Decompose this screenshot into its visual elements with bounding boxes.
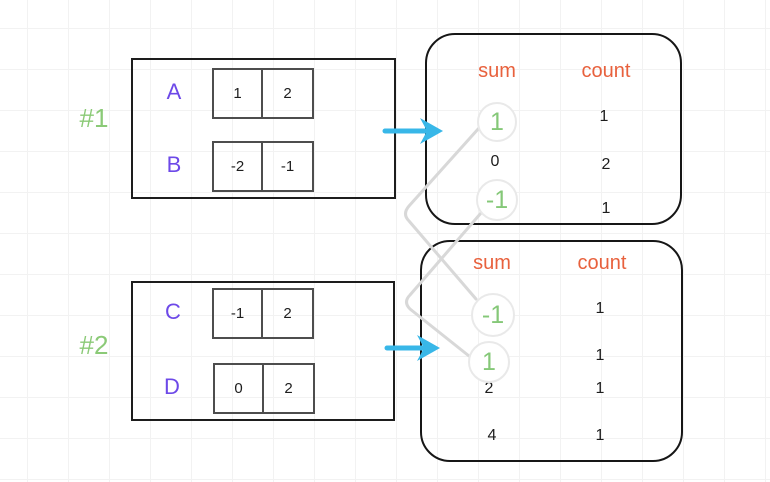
group2-row-d-label: D xyxy=(164,374,180,399)
group2-count-header: count xyxy=(577,252,627,274)
group2-row-d-cells: 0 2 xyxy=(213,363,315,414)
group2-sum-value: 2 xyxy=(484,380,494,397)
group1-sum-header: sum xyxy=(478,60,516,82)
group2-input-box xyxy=(131,281,395,421)
group1-tag: #1 xyxy=(79,103,109,133)
group1-count-value: 1 xyxy=(601,200,611,217)
group1-sum-value: 0 xyxy=(490,153,500,170)
group1-sum-neg1-highlighted: -1 xyxy=(476,179,518,221)
group2-row-c-label: C xyxy=(165,299,181,324)
group2-count-value: 1 xyxy=(595,347,605,364)
group1-row-b-cells: -2 -1 xyxy=(212,141,314,192)
group1-sum-1-highlighted: 1 xyxy=(477,102,517,142)
group2-tag: #2 xyxy=(79,330,109,360)
array-cell: 2 xyxy=(264,363,315,414)
group2-count-value: 1 xyxy=(595,427,605,444)
array-cell: 2 xyxy=(263,68,314,119)
array-cell: -1 xyxy=(263,141,314,192)
array-cell: 2 xyxy=(263,288,314,339)
array-cell: -2 xyxy=(212,141,263,192)
group2-sum-neg1-highlighted: -1 xyxy=(471,293,515,337)
group2-row-c-cells: -1 2 xyxy=(212,288,314,339)
array-cell: -1 xyxy=(212,288,263,339)
group1-count-value: 1 xyxy=(599,108,609,125)
array-cell: 0 xyxy=(213,363,264,414)
group2-sum-value: 4 xyxy=(487,427,497,444)
group2-count-value: 1 xyxy=(595,300,605,317)
group1-row-a-cells: 1 2 xyxy=(212,68,314,119)
group2-sum-header: sum xyxy=(473,252,511,274)
group1-count-header: count xyxy=(581,60,631,82)
group2-count-value: 1 xyxy=(595,380,605,397)
group2-sum-1-highlighted: 1 xyxy=(468,341,510,383)
group1-row-a-label: A xyxy=(166,79,182,104)
group1-row-b-label: B xyxy=(166,152,182,177)
group1-count-value: 2 xyxy=(601,156,611,173)
array-cell: 1 xyxy=(212,68,263,119)
